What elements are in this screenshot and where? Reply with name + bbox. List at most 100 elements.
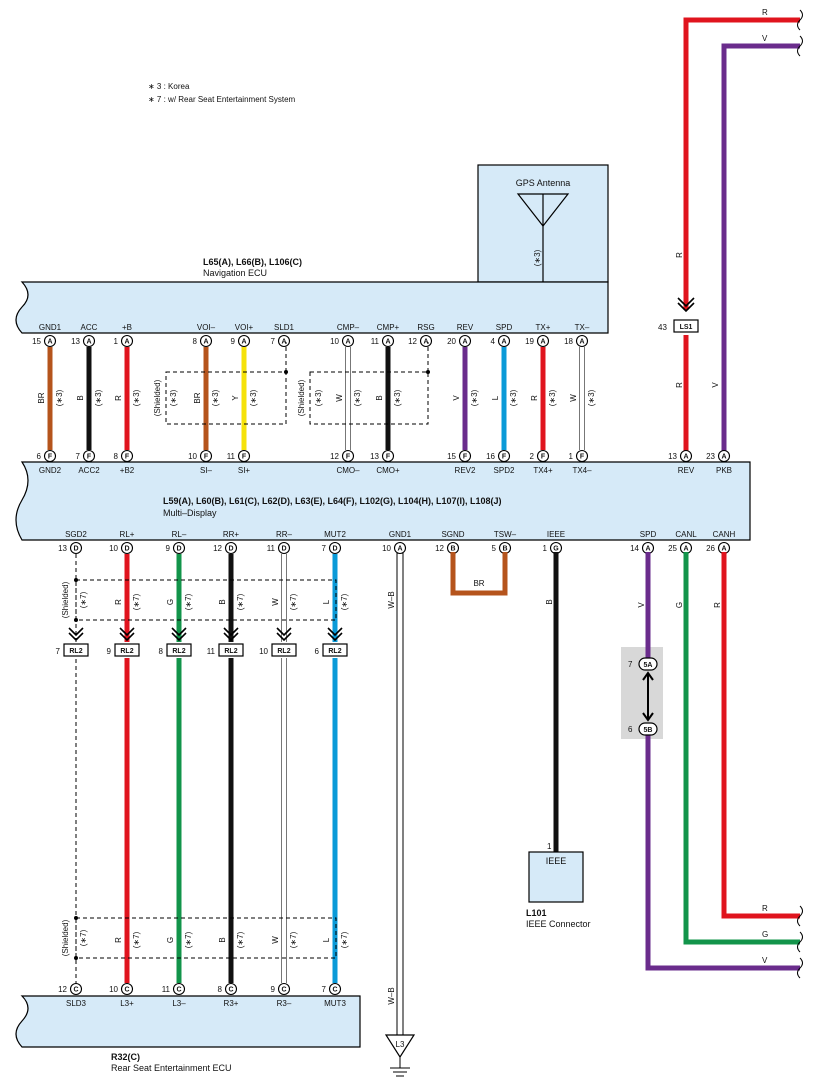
svg-text:10: 10 bbox=[382, 544, 391, 553]
svg-text:(∗3): (∗3) bbox=[587, 389, 596, 406]
svg-text:13: 13 bbox=[58, 544, 67, 553]
rear-seat-ecu-box bbox=[15, 995, 361, 1048]
svg-text:(∗3): (∗3) bbox=[548, 389, 557, 406]
svg-text:F: F bbox=[502, 454, 507, 461]
nav-name: Navigation ECU bbox=[203, 268, 267, 278]
svg-text:+B2: +B2 bbox=[120, 466, 135, 475]
svg-text:SPD: SPD bbox=[496, 323, 513, 332]
svg-text:RL2: RL2 bbox=[120, 648, 133, 655]
shield-box-rear-top bbox=[75, 579, 337, 621]
svg-text:G: G bbox=[166, 599, 175, 605]
svg-text:RL2: RL2 bbox=[69, 648, 82, 655]
multi-display-box bbox=[15, 461, 751, 541]
ground-symbol bbox=[384, 1034, 416, 1059]
svg-text:15: 15 bbox=[32, 337, 41, 346]
rear-wire-0: R(∗7)R(∗7) bbox=[114, 554, 141, 983]
nav-wire-5: W(∗3) bbox=[335, 347, 362, 450]
ieee-wire-label: B bbox=[545, 599, 554, 604]
svg-text:8: 8 bbox=[193, 337, 198, 346]
svg-text:25: 25 bbox=[668, 544, 677, 553]
svg-text:(∗7): (∗7) bbox=[184, 931, 193, 948]
svg-text:(∗3): (∗3) bbox=[132, 389, 141, 406]
shielded-label-rear-bottom: (Shielded) bbox=[61, 919, 70, 956]
shield-note-voi: (∗3) bbox=[169, 389, 178, 406]
svg-text:RL2: RL2 bbox=[328, 648, 341, 655]
svg-text:A: A bbox=[579, 339, 584, 346]
ieee-box-label: IEEE bbox=[546, 856, 567, 866]
svg-text:A: A bbox=[86, 339, 91, 346]
svg-text:F: F bbox=[204, 454, 209, 461]
svg-text:TX–: TX– bbox=[575, 323, 590, 332]
svg-text:13: 13 bbox=[668, 452, 677, 461]
svg-text:15: 15 bbox=[447, 452, 456, 461]
svg-text:B: B bbox=[502, 546, 507, 553]
svg-text:D: D bbox=[332, 546, 337, 553]
svg-text:+B: +B bbox=[122, 323, 132, 332]
svg-text:VOI–: VOI– bbox=[197, 323, 216, 332]
svg-text:(∗7): (∗7) bbox=[132, 593, 141, 610]
svg-text:F: F bbox=[48, 454, 53, 461]
svg-text:A: A bbox=[423, 339, 428, 346]
svg-text:CMO+: CMO+ bbox=[376, 466, 400, 475]
svg-text:26: 26 bbox=[706, 544, 715, 553]
svg-text:R: R bbox=[114, 937, 123, 943]
md-codes: L59(A), L60(B), L61(C), L62(D), L63(E), … bbox=[163, 496, 502, 506]
shielded-label-rear-top: (Shielded) bbox=[61, 581, 70, 618]
canl-wire bbox=[683, 552, 800, 945]
svg-text:R: R bbox=[114, 599, 123, 605]
svg-text:1: 1 bbox=[543, 544, 548, 553]
svg-text:18: 18 bbox=[564, 337, 573, 346]
svg-text:TX4–: TX4– bbox=[572, 466, 592, 475]
gps-antenna-label: GPS Antenna bbox=[516, 178, 571, 188]
svg-text:F: F bbox=[346, 454, 351, 461]
svg-text:8: 8 bbox=[114, 452, 119, 461]
svg-text:10: 10 bbox=[109, 985, 118, 994]
right-exit-v: V bbox=[762, 956, 768, 965]
svg-text:A: A bbox=[501, 339, 506, 346]
svg-text:W: W bbox=[569, 394, 578, 402]
svg-text:SPD2: SPD2 bbox=[494, 466, 515, 475]
svg-text:7: 7 bbox=[76, 452, 81, 461]
rear-wire-1: G(∗7)G(∗7) bbox=[166, 554, 193, 983]
svg-text:D: D bbox=[228, 546, 233, 553]
ieee-name: IEEE Connector bbox=[526, 919, 591, 929]
svg-text:TX+: TX+ bbox=[536, 323, 551, 332]
svg-text:R3–: R3– bbox=[277, 999, 292, 1008]
svg-text:SPD: SPD bbox=[640, 530, 657, 539]
svg-text:B: B bbox=[218, 937, 227, 942]
svg-text:12: 12 bbox=[330, 452, 339, 461]
svg-text:A: A bbox=[345, 339, 350, 346]
svg-text:REV: REV bbox=[457, 323, 474, 332]
svg-text:A: A bbox=[385, 339, 390, 346]
nav-wire-3: BR(∗3) bbox=[193, 347, 220, 450]
svg-text:RR–: RR– bbox=[276, 530, 293, 539]
svg-text:11: 11 bbox=[162, 985, 171, 994]
splice-5b: 5B 6 bbox=[628, 722, 658, 736]
svg-text:CANL: CANL bbox=[675, 530, 697, 539]
sgnd-wire-label: BR bbox=[473, 579, 484, 588]
svg-text:(∗7): (∗7) bbox=[236, 931, 245, 948]
right-wire-r-top: R bbox=[762, 8, 768, 17]
svg-text:10: 10 bbox=[330, 337, 339, 346]
svg-text:A: A bbox=[645, 546, 650, 553]
canh-wire-label: R bbox=[713, 602, 722, 608]
svg-text:RL–: RL– bbox=[172, 530, 187, 539]
svg-text:CMP+: CMP+ bbox=[377, 323, 400, 332]
shield-box-rear-bottom bbox=[75, 917, 337, 959]
svg-text:7: 7 bbox=[322, 544, 327, 553]
svg-text:A: A bbox=[462, 339, 467, 346]
svg-text:11: 11 bbox=[267, 544, 276, 553]
svg-text:D: D bbox=[124, 546, 129, 553]
